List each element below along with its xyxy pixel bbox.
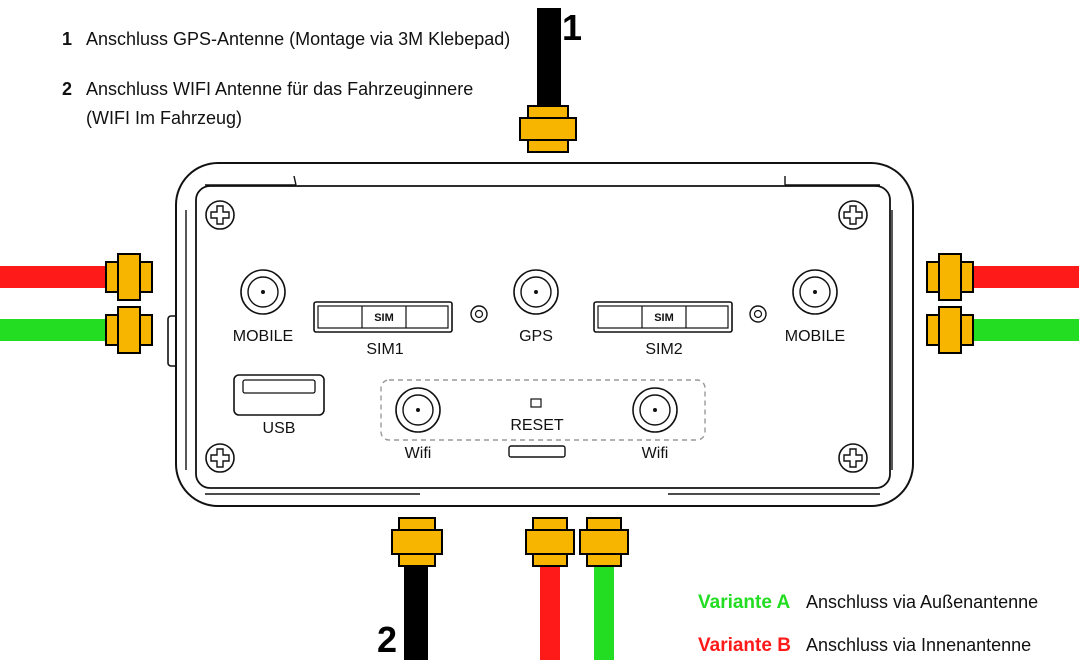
mobile-right-label: MOBILE (785, 328, 845, 345)
bottom-connector-red (525, 517, 575, 567)
legend-item2-number: 2 (62, 79, 72, 99)
sim1-slot-label: SIM (374, 312, 394, 324)
router-housing: MOBILE SIM SIM1 GPS SIM SIM2 (167, 162, 914, 507)
bottom-cables (391, 517, 629, 660)
callout-top: 1 (562, 7, 582, 48)
gps-connector (519, 105, 577, 153)
reset-label: RESET (510, 417, 564, 434)
sim2-label: SIM2 (645, 341, 682, 358)
variant-b-label: Variante B (698, 635, 791, 656)
variant-b-text: Anschluss via Innenantenne (806, 635, 1031, 655)
led-right (749, 305, 767, 323)
bottom-connector-green (579, 517, 629, 567)
right-cables (926, 253, 1079, 354)
gps-cable (519, 8, 577, 153)
usb-label: USB (263, 420, 296, 437)
variant-a-label: Variante A (698, 592, 791, 613)
wifi-right-port (632, 387, 678, 433)
wifi-cable-black (404, 560, 428, 660)
wifi-left-port (395, 387, 441, 433)
usb-port (233, 374, 325, 416)
mobile-left-port (240, 269, 286, 315)
left-cables (0, 253, 153, 354)
left-connector-top (105, 253, 153, 301)
legend-item2-text-line2: (WIFI Im Fahrzeug) (86, 108, 242, 128)
legend-item1-number: 1 (62, 29, 72, 49)
mobile-right-port (792, 269, 838, 315)
right-cable-green (965, 319, 1079, 341)
wifi-reset-group-outline (380, 379, 706, 441)
bottom-cable-red (540, 560, 560, 660)
wifi-left-label: Wifi (405, 445, 432, 462)
right-connector-top (926, 253, 974, 301)
wifi-right-label: Wifi (642, 445, 669, 462)
gps-cable-black (537, 8, 561, 112)
sim1-label: SIM1 (366, 341, 403, 358)
legend: 1 Anschluss GPS-Antenne (Montage via 3M … (62, 29, 510, 128)
variant-legend: Variante A Anschluss via Außenantenne Va… (698, 592, 1038, 656)
callout-bottom: 2 (377, 619, 397, 660)
wifi-connector (391, 517, 443, 567)
sim1-slot: SIM (313, 301, 453, 333)
legend-item1-text: Anschluss GPS-Antenne (Montage via 3M Kl… (86, 29, 510, 49)
led-left (470, 305, 488, 323)
gps-label: GPS (519, 328, 553, 345)
reset-slot (508, 445, 566, 458)
mobile-left-label: MOBILE (233, 328, 293, 345)
screw-bottom-right (838, 443, 868, 473)
left-cable-red (0, 266, 110, 288)
variant-a-text: Anschluss via Außenantenne (806, 592, 1038, 612)
screw-top-left (205, 200, 235, 230)
gps-port (513, 269, 559, 315)
right-connector-bottom (926, 306, 974, 354)
reset-button (530, 398, 542, 408)
legend-item2-text-line1: Anschluss WIFI Antenne für das Fahrzeugi… (86, 79, 473, 99)
sim2-slot-label: SIM (654, 312, 674, 324)
bottom-cable-green (594, 560, 614, 660)
sim2-slot: SIM (593, 301, 733, 333)
left-cable-green (0, 319, 110, 341)
left-connector-bottom (105, 306, 153, 354)
screw-bottom-left (205, 443, 235, 473)
right-cable-red (965, 266, 1079, 288)
screw-top-right (838, 200, 868, 230)
